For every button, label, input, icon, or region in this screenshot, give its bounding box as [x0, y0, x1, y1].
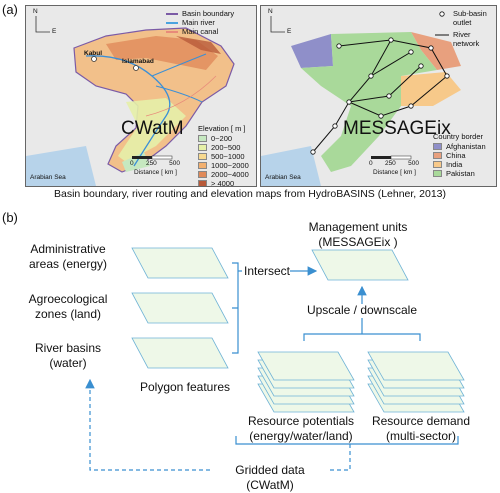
panel-b-label: (b)	[2, 210, 18, 225]
city-islamabad: Islamabad	[122, 58, 154, 65]
polygon-features-label: Polygon features	[139, 380, 231, 394]
north-label: N	[33, 8, 38, 15]
cwatm-map: N E Kabul Islamabad Arabian Sea Basin bo…	[25, 5, 257, 187]
panel-a-caption: Basin boundary, river routing and elevat…	[53, 188, 446, 200]
scale-label-r: Distance [ km ]	[373, 169, 416, 176]
sea-label: Arabian Sea	[30, 174, 66, 181]
management-layer	[311, 249, 409, 281]
sea-label-r: Arabian Sea	[265, 174, 301, 181]
cwatm-title: CWatM	[121, 118, 184, 139]
country-legend: Country border Afghanistan China India P…	[433, 132, 486, 178]
intersect-label: Intersect	[243, 264, 291, 278]
admin-layer	[131, 247, 229, 279]
gridded-data-label: Gridded data (CWatM)	[235, 463, 305, 492]
east-label-r: E	[287, 28, 292, 35]
flow-diagram	[85, 247, 465, 474]
city-kabul: Kabul	[84, 50, 103, 57]
north-label-r: N	[268, 8, 273, 15]
demand-stack	[367, 351, 465, 413]
agro-layer	[131, 292, 229, 324]
potentials-stack	[257, 351, 355, 413]
network-legend: River network	[453, 30, 480, 48]
east-label: E	[52, 28, 57, 35]
messageix-map: N E Arabian Sea Sub-basin outlet River n…	[260, 5, 497, 187]
upscale-label: Upscale / downscale	[306, 303, 418, 317]
basin-layer	[131, 337, 229, 369]
panel-a-label: (a)	[2, 2, 18, 17]
input-basin-label: River basins (water)	[34, 341, 102, 370]
line-legend: Basin boundary Main river Main canal	[166, 9, 234, 36]
messageix-title: MESSAGEix	[343, 118, 451, 139]
scale-label: Distance [ km ]	[134, 169, 177, 176]
input-admin-label: Administrative areas (energy)	[28, 242, 108, 271]
elevation-legend: Elevation [ m ] 0~200 200~500 500~1000 1…	[198, 124, 249, 187]
outlet-legend: Sub-basin outlet	[453, 9, 487, 27]
input-agro-label: Agroecological zones (land)	[28, 292, 108, 321]
management-units-label: Management units (MESSAGEix )	[308, 220, 408, 249]
potentials-label: Resource potentials (energy/water/land)	[247, 414, 355, 443]
demand-label: Resource demand (multi-sector)	[371, 414, 471, 443]
